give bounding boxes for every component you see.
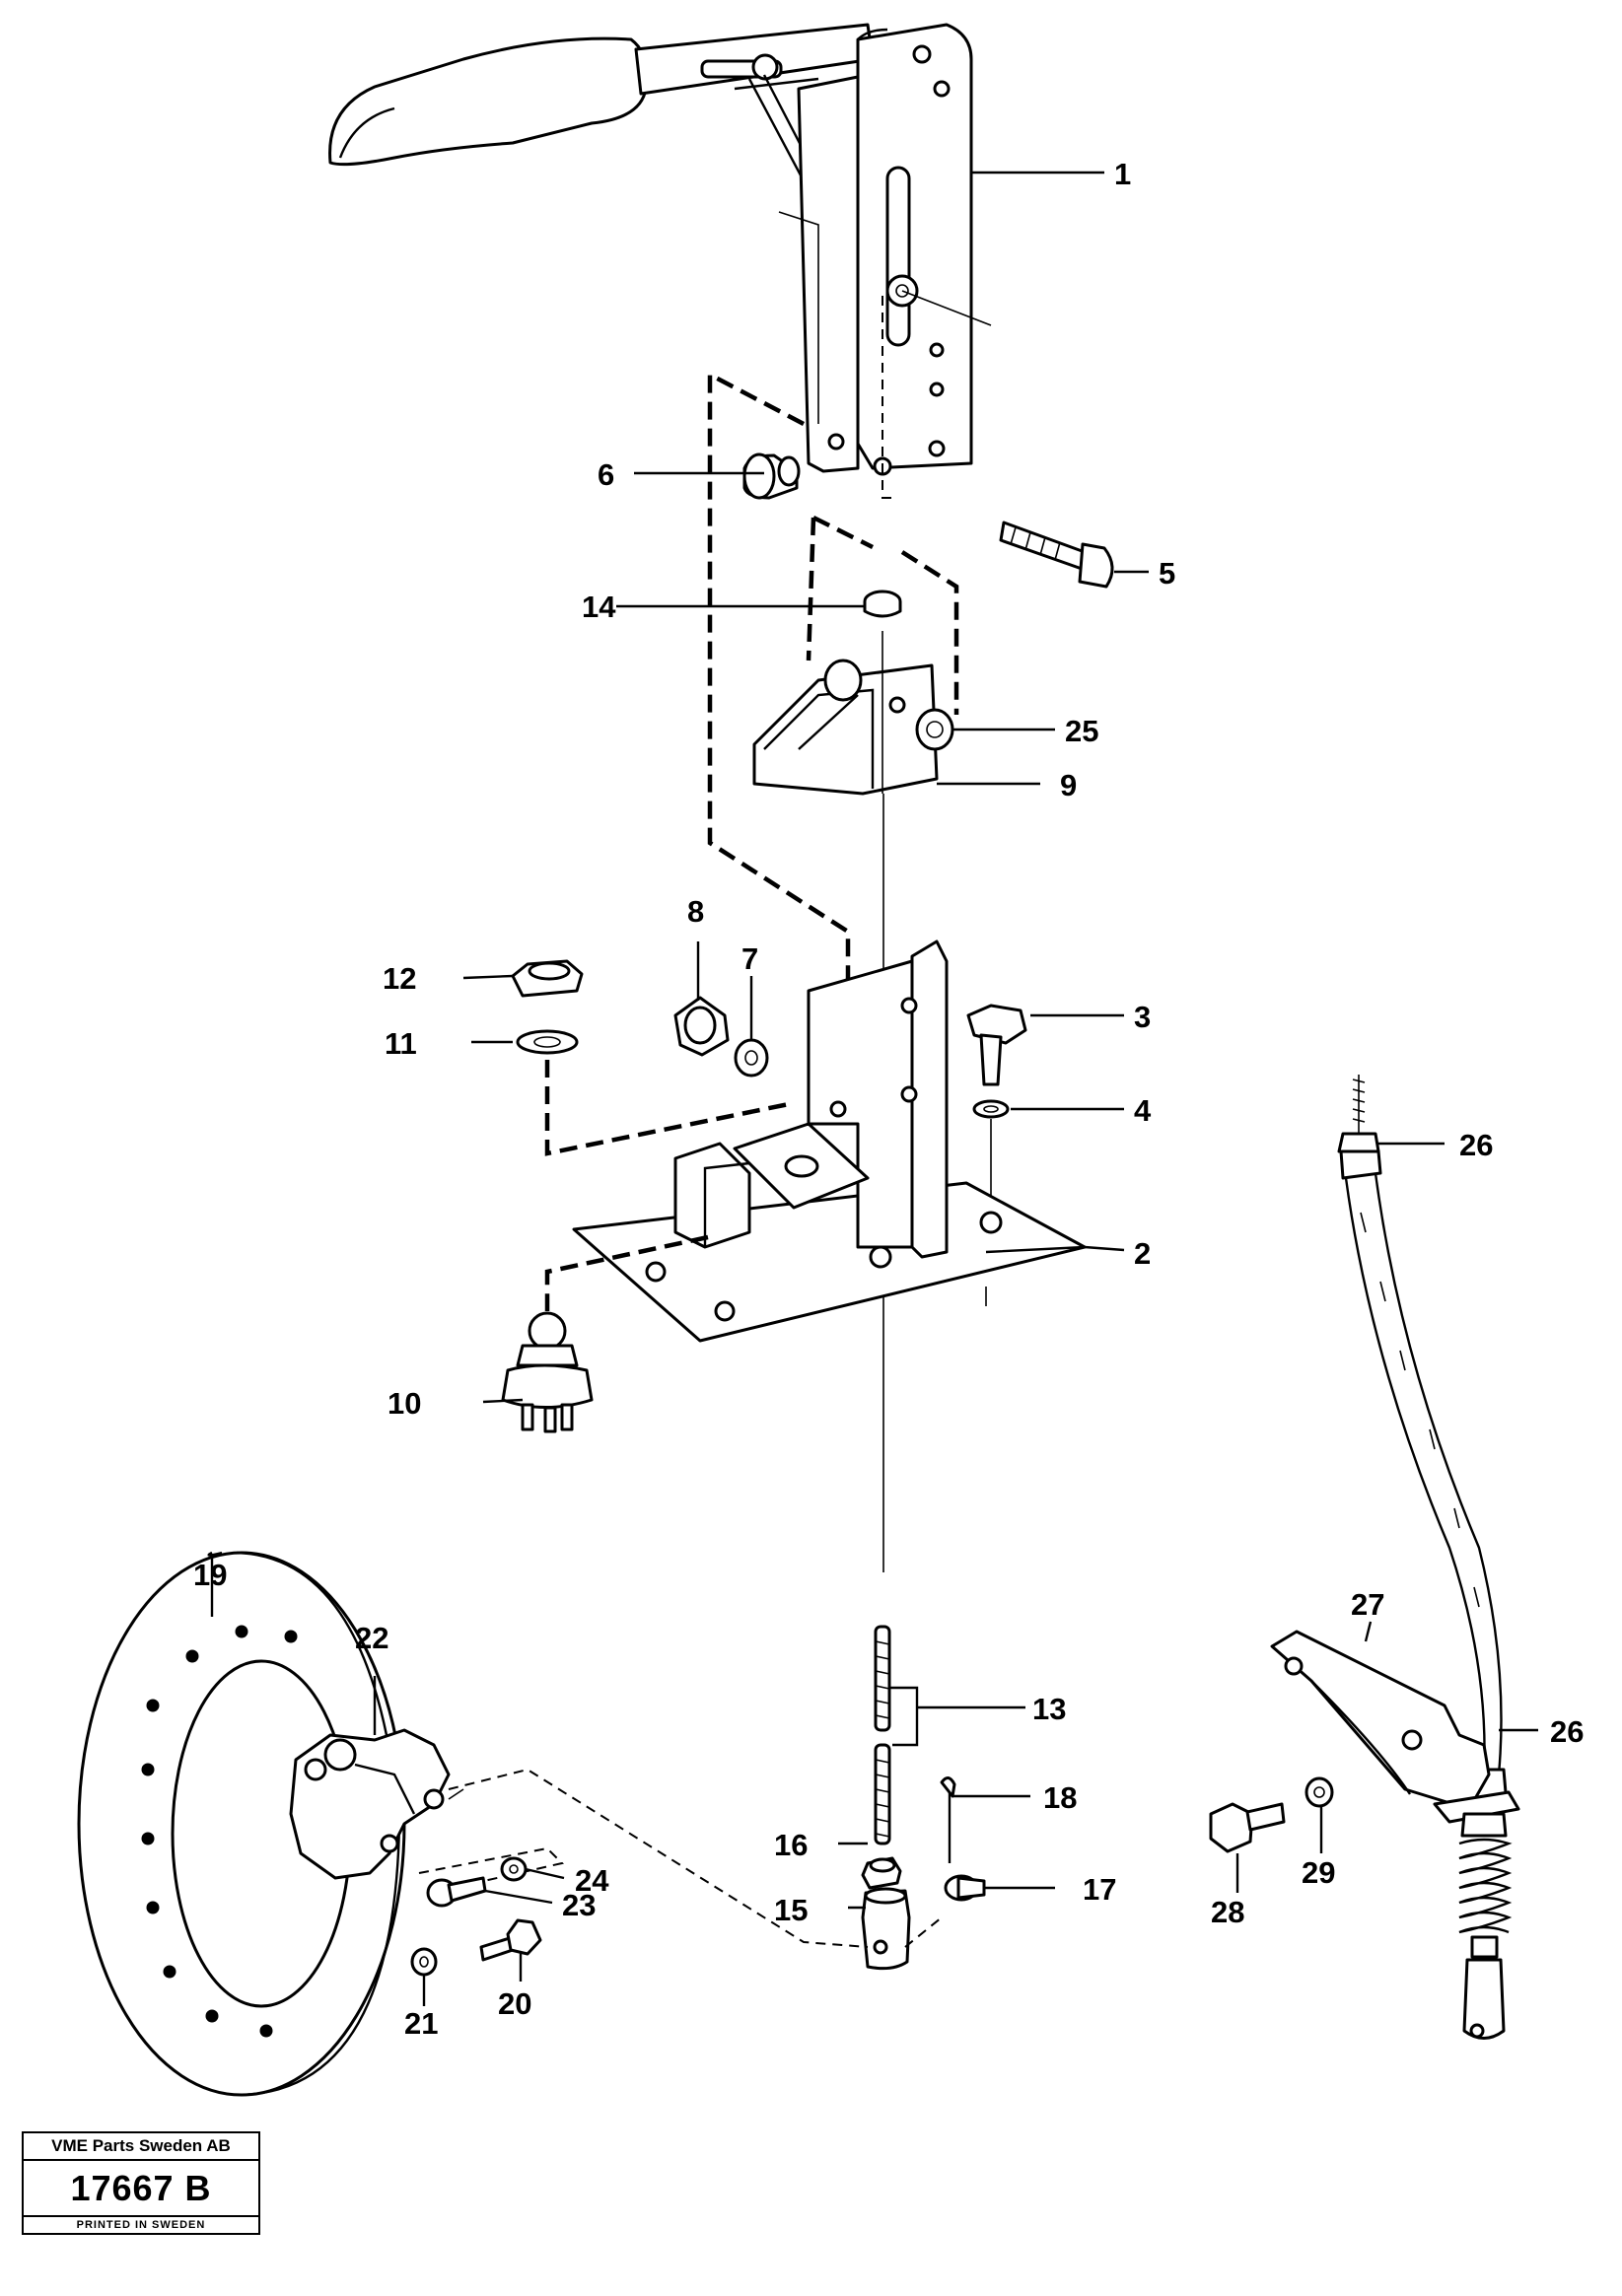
leader-lines: [210, 171, 1538, 2006]
spacer-sleeve: [742, 452, 801, 500]
callout-5: 5: [1159, 556, 1175, 591]
callout-23: 23: [562, 1888, 596, 1922]
adjuster-rods: [874, 1625, 919, 1845]
callout-26-lower: 26: [1550, 1714, 1584, 1749]
callout-1: 1: [1114, 157, 1131, 191]
cable-bracket-27: [1270, 1630, 1520, 1824]
bolt-3: [966, 1004, 1027, 1086]
callout-14: 14: [582, 590, 616, 624]
hidden-outline-switch: [544, 1234, 709, 1311]
callout-6: 6: [598, 457, 614, 492]
callout-2: 2: [1134, 1236, 1151, 1271]
brake-caliper: [289, 1728, 464, 1880]
cotter-pin-18: [940, 1776, 956, 1863]
callout-12: 12: [383, 961, 416, 996]
nut-12: [511, 959, 584, 998]
brake-disc: [77, 1551, 406, 2097]
hidden-link-to-clevis: [448, 1768, 869, 1948]
clevis-15: [861, 1887, 911, 1971]
callout-labels: 1 2 3 4 5 6 7 8 9 10 11 12 13 14 15 16 1…: [193, 157, 1584, 2041]
bolt-20: [479, 1918, 542, 1962]
callout-16: 16: [774, 1828, 808, 1862]
clevis-pin-17: [944, 1874, 986, 1902]
company-name: VME Parts Sweden AB: [24, 2133, 258, 2161]
callout-8: 8: [687, 894, 704, 929]
washer-4: [972, 1099, 1010, 1119]
base-bracket: [572, 939, 1087, 1343]
hidden-outline-lower: [544, 1060, 790, 1156]
callout-9: 9: [1060, 768, 1077, 802]
callout-10: 10: [388, 1386, 421, 1421]
washer-7: [734, 1038, 769, 1078]
callout-13: 13: [1032, 1692, 1066, 1726]
bolt-5: [999, 521, 1114, 589]
stop-light-switch: [501, 1311, 594, 1433]
nut-8: [673, 996, 730, 1057]
callout-4: 4: [1134, 1093, 1152, 1128]
nut-16: [861, 1856, 902, 1890]
washer-11: [516, 1029, 579, 1055]
return-spring: [1458, 1812, 1513, 2040]
callout-18: 18: [1043, 1780, 1077, 1815]
bolt-23: [426, 1876, 487, 1908]
callout-17: 17: [1083, 1872, 1116, 1907]
callout-25: 25: [1065, 714, 1098, 748]
callout-3: 3: [1134, 1000, 1151, 1034]
callout-15: 15: [774, 1893, 808, 1927]
callout-24: 24: [575, 1863, 609, 1898]
callout-28: 28: [1211, 1895, 1244, 1929]
callout-29: 29: [1302, 1855, 1335, 1890]
nut-14: [863, 590, 902, 618]
callout-7: 7: [741, 941, 758, 976]
callout-26-upper: 26: [1459, 1128, 1493, 1162]
cable-bracket: [752, 631, 954, 796]
callout-19: 19: [193, 1558, 227, 1592]
washer-29: [1305, 1776, 1334, 1808]
washer-24: [500, 1856, 528, 1882]
drawing-number: 17667 B: [24, 2161, 258, 2217]
title-block: VME Parts Sweden AB 17667 B PRINTED IN S…: [22, 2131, 260, 2235]
callout-27: 27: [1351, 1587, 1384, 1622]
washer-21: [410, 1947, 438, 1977]
bolt-28: [1209, 1802, 1286, 1853]
hand-lever: [328, 23, 992, 499]
callout-21: 21: [404, 2006, 438, 2041]
callout-11: 11: [385, 1026, 417, 1061]
callout-20: 20: [498, 1986, 531, 2021]
printed-in-note: PRINTED IN SWEDEN: [76, 2219, 206, 2231]
hidden-outline-middle: [806, 515, 959, 715]
callout-22: 22: [355, 1621, 388, 1655]
